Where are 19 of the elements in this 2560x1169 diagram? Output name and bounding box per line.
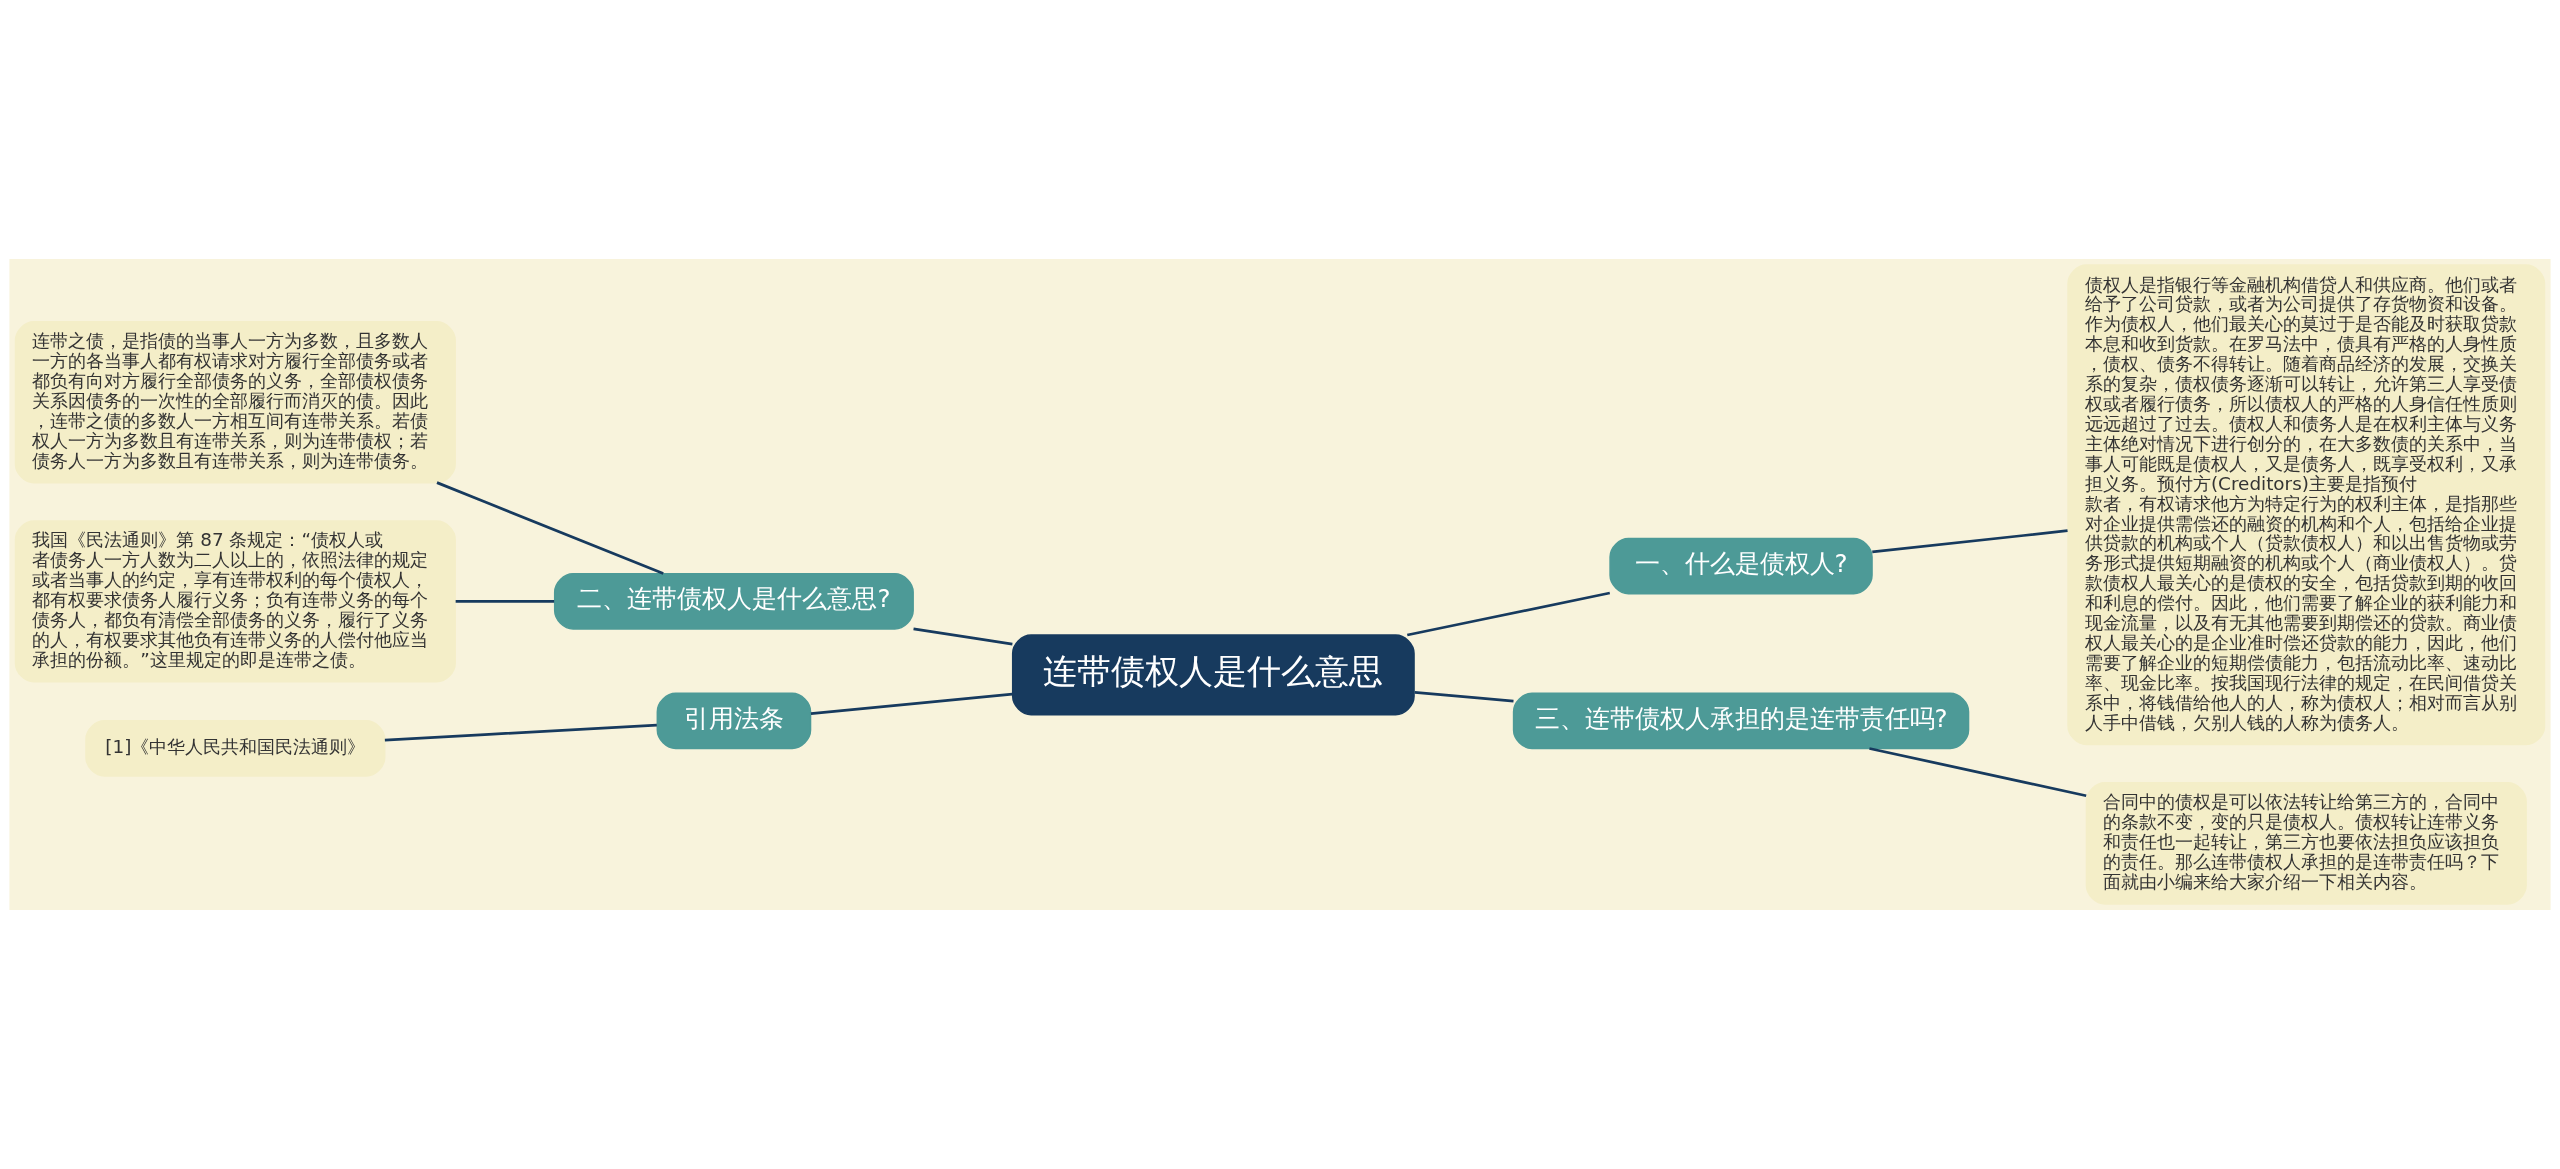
connector (1869, 747, 2087, 798)
node-box: 连带债权人是什么意思 (1011, 634, 1415, 716)
connector (384, 723, 657, 742)
connector (913, 627, 1013, 646)
connector (810, 692, 1013, 715)
connector (1407, 591, 1611, 637)
connector (455, 599, 555, 603)
connector (1414, 691, 1514, 703)
node-box: 一、什么是债权人? (1609, 537, 1873, 595)
node-box: 二、连带债权人是什么意思? (553, 573, 914, 630)
node-box: 三、连带债权人承担的是连带责任吗? (1512, 692, 1970, 750)
node-box: 合同中的债权是可以依法转让给第三方的，合同中的条款不变，变的只是债权人。债权转让连带义务和责任也一起转让，第三方也要依法担负应该担负的责任。那么连带债权人承担的是连带责任吗？下面就由小编来给大家介绍一下相关内容。 (2085, 782, 2527, 905)
connector (1872, 529, 2068, 554)
node-box: 引用法条 (656, 692, 812, 750)
node-box: 连带之债，是指债的当事人一方为多数，且多数人一方的各当事人都有权请求对方履行全部债务或者都负有向对方履行全部债务的义务，全部债权债务关系因债务的一次性的全部履行而消灭的债。因此，连带之债的多数人一方相互间有连带关系。若债权人一方为多数且有连带关系，则为连带债权；若债务人一方为多数且有连带关系，则为连带债务。 (14, 321, 456, 484)
node-box: 我国《民法通则》第 87 条规定：“债权人或者债务人一方人数为二人以上的，依照法律的规定或者当事人的约定，享有连带权利的每个债权人，都有权要求债务人履行义务；负有连带义务的每个债务人，都负有清偿全部债务的义务，履行了义务的人，有权要求其他负有连带义务的人偿付他应当承担的份额。”这里规定的即是连带之债。 (14, 520, 456, 683)
connector (436, 481, 664, 575)
node-box: [1]《中华人民共和国民法通则》 (85, 720, 386, 777)
node-box: 债权人是指银行等金融机构借贷人和供应商。他们或者给予了公司贷款，或者为公司提供了存货物资和设备。作为债权人，他们最关心的莫过于是否能及时获取贷款本息和收到货款。在罗马法中，债具有严格的人身性质，债权、债务不得转让。随着商品经济的发展，交换关系的复杂，债权债务逐渐可以转让，允许第三人享受债权或者履行债务，所以债权人的严格的人身信任性质则远远超过了过去。债权人和债务人是在权利主体与义务主体绝对情况下进行创分的，在大多数债的关系中，当事人可能既是债权人，又是债务人，既享受权利，又承担义务。预付方(Creditors)主要是指预付款者，有权请求他方为特定行为的权利主体，是指那些对企业提供需偿还的融资的机构和个人，包括给企业提供贷款的机构或个人（贷款债权人）和以出售货物或劳务形式提供短期融资的机构或个人（商业债权人）。贷款债权人最关心的是债权的安全，包括贷款到期的收回和利息的偿付。因此，他们需要了解企业的获利能力和现金流量，以及有无其他需要到期偿还的贷款。商业债权人最关心的是企业准时偿还贷款的能力，因此，他们需要了解企业的短期偿债能力，包括流动比率、速动比率、现金比率。按我国现行法律的规定，在民间借贷关系中，将钱借给他人的人，称为债权人；相对而言从别人手中借钱，欠别人钱的人称为债务人。 (2067, 264, 2546, 746)
